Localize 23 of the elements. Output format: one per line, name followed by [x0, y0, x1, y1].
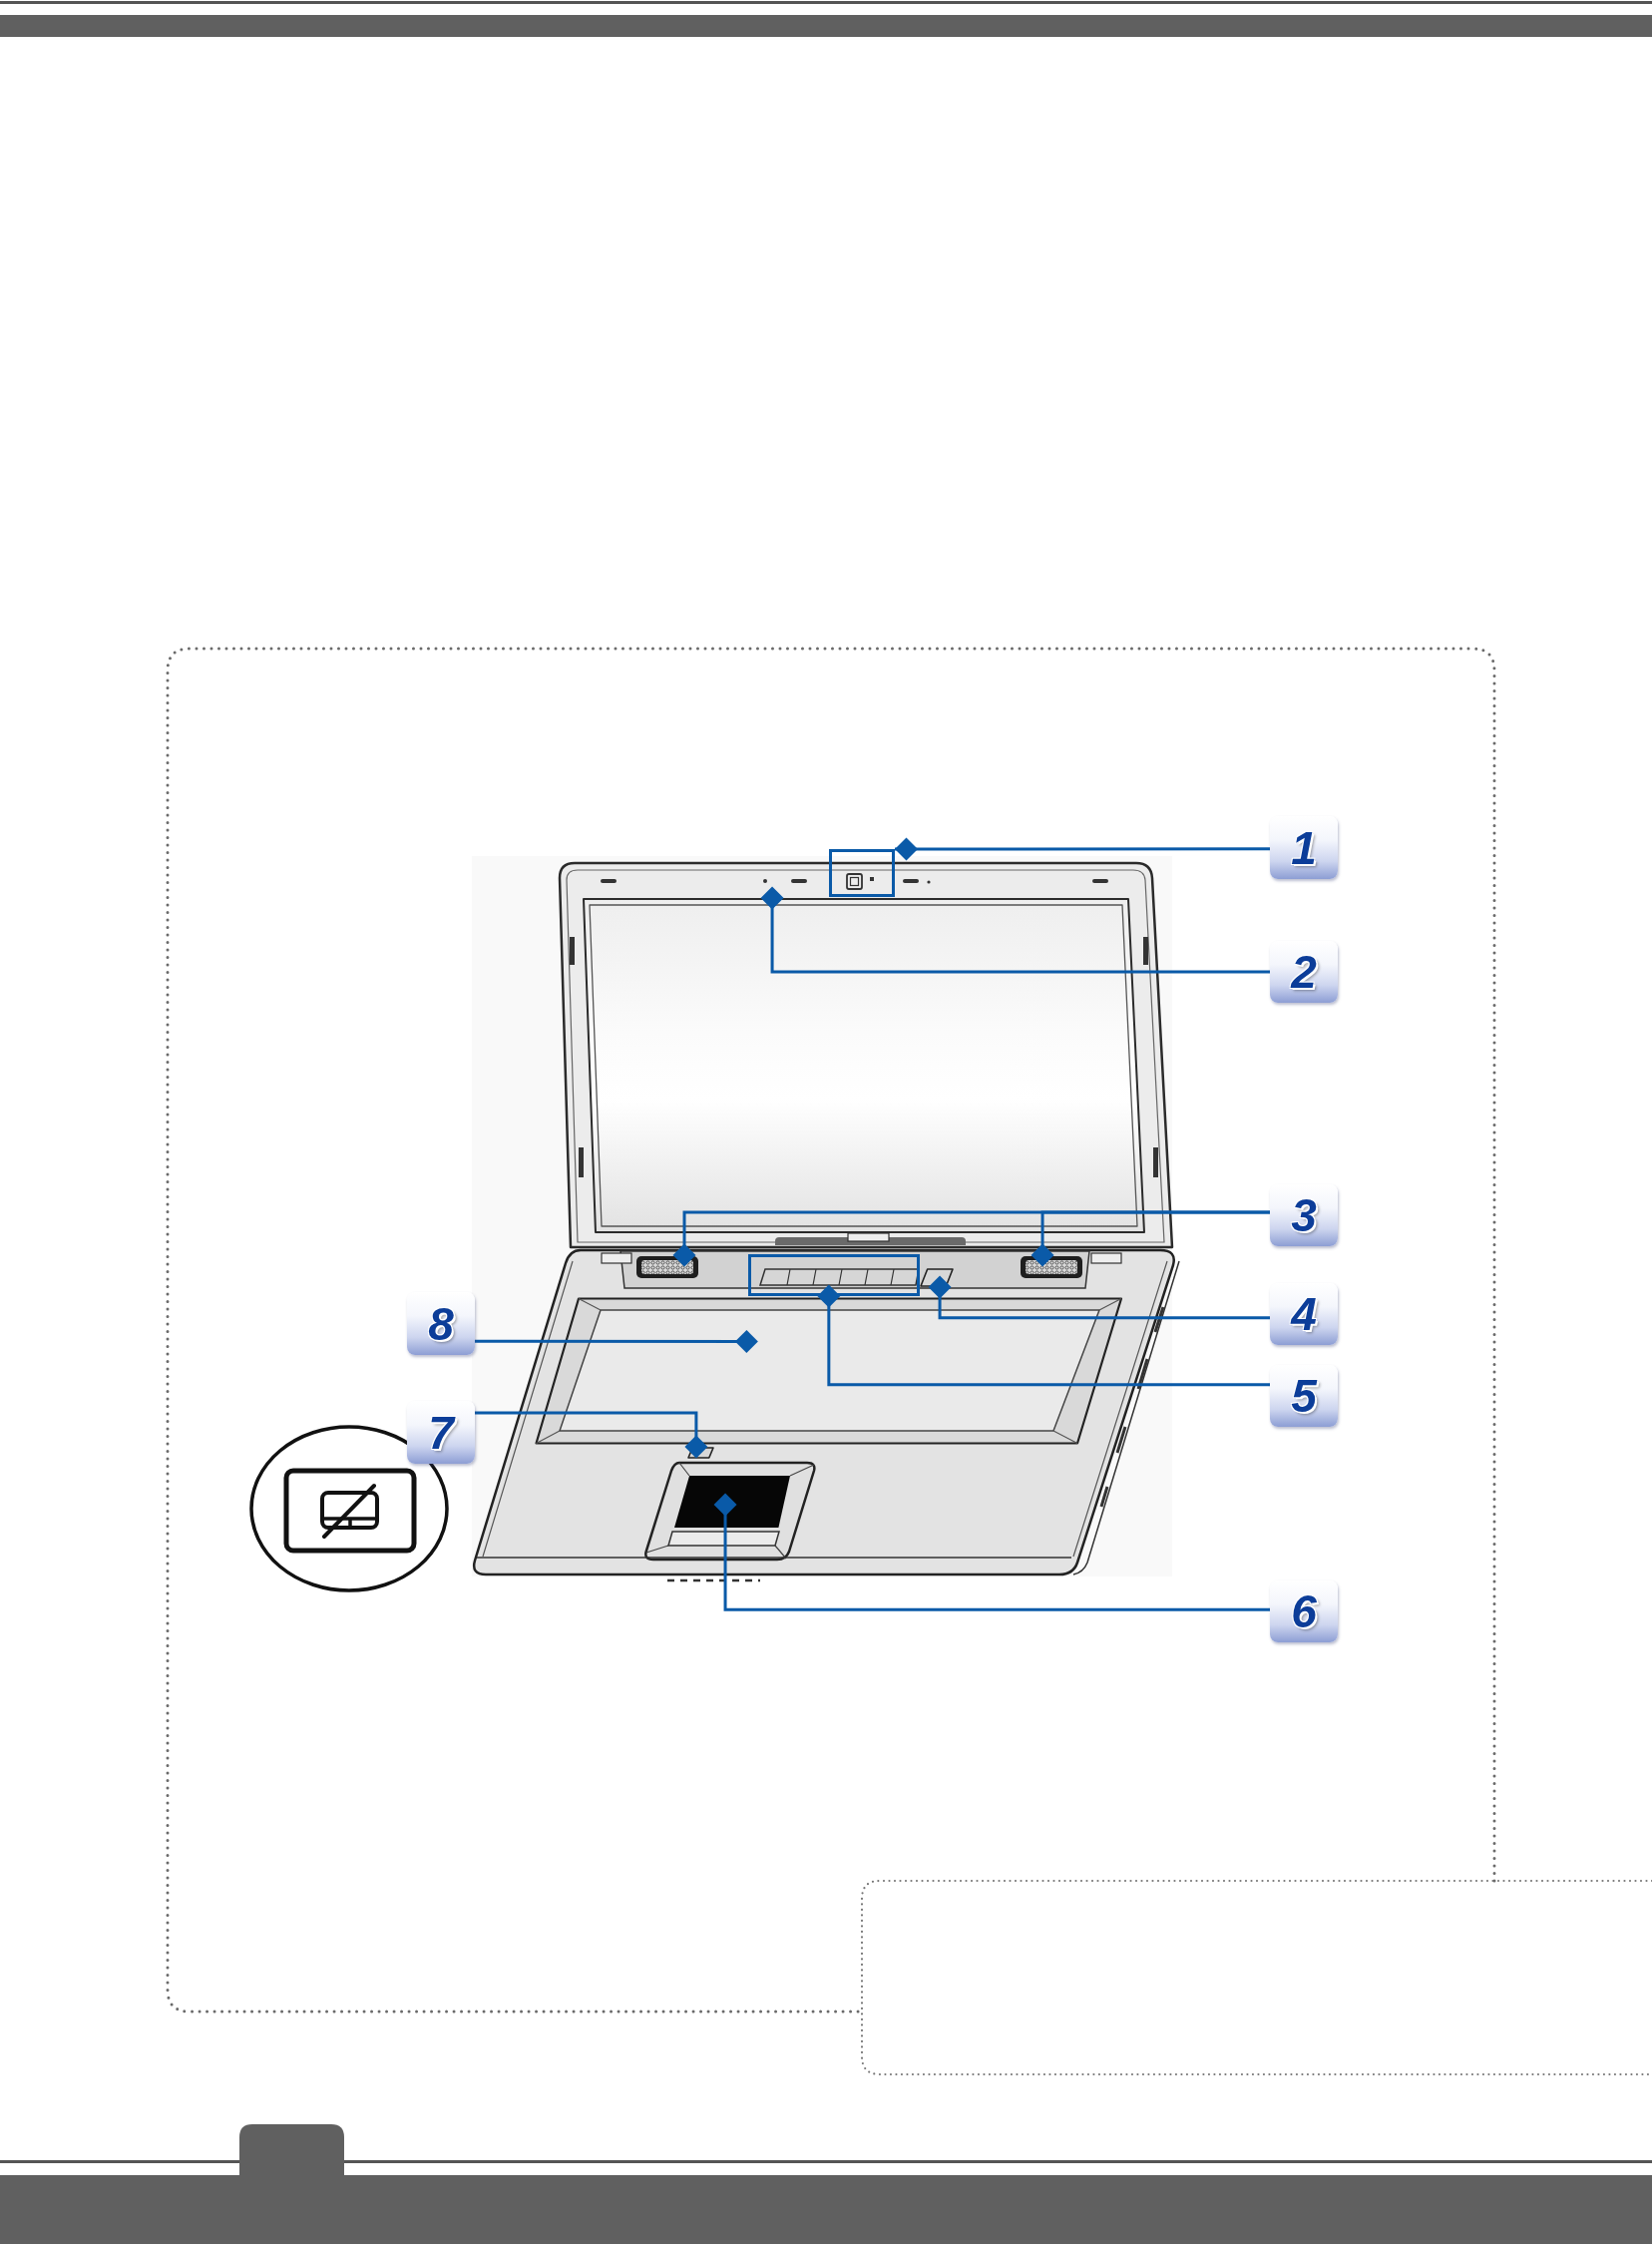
callout-number: 7: [407, 1401, 475, 1464]
leader-line: [895, 837, 1270, 861]
leader-line: [817, 1284, 1270, 1387]
speaker-grille: [635, 1255, 699, 1279]
leader-line: [475, 1411, 708, 1459]
highlight-frame: [748, 1254, 920, 1296]
callout-number: 2: [1270, 941, 1338, 1003]
leader-line: [760, 886, 1270, 974]
leader-line: [713, 1493, 1270, 1611]
callout-number: 3: [1270, 1184, 1338, 1246]
speaker-grille: [1020, 1255, 1083, 1279]
touchpad: [674, 1476, 790, 1528]
leader-line: [1031, 1210, 1270, 1267]
small-button: [687, 1447, 714, 1459]
callout-number: 4: [1270, 1283, 1338, 1345]
callout-number: 5: [1270, 1365, 1338, 1427]
leader-line: [928, 1275, 1270, 1320]
callout-number: 8: [407, 1292, 475, 1355]
callout-number: 6: [1270, 1580, 1338, 1642]
display-screen: [583, 898, 1145, 1233]
leader-line: [475, 1329, 758, 1353]
highlight-frame: [829, 849, 895, 897]
callout-number: 1: [1270, 816, 1338, 879]
